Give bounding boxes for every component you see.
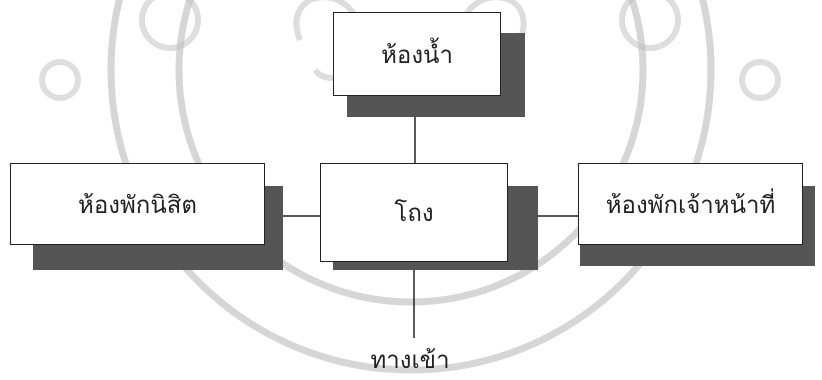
staff-room-label: ห้องพักเจ้าหน้าที่ [605, 190, 776, 219]
bathroom-label: ห้องน้ำ [381, 40, 453, 69]
bathroom-box: ห้องน้ำ [333, 12, 501, 96]
entrance-label: ทางเข้า [370, 346, 450, 374]
student-room-label: ห้องพักนิสิต [78, 190, 197, 219]
student-room-box: ห้องพักนิสิต [10, 163, 265, 245]
corridor-box: โถง [320, 163, 508, 262]
corridor-label: โถง [394, 199, 434, 227]
staff-room-box: ห้องพักเจ้าหน้าที่ [578, 163, 803, 245]
